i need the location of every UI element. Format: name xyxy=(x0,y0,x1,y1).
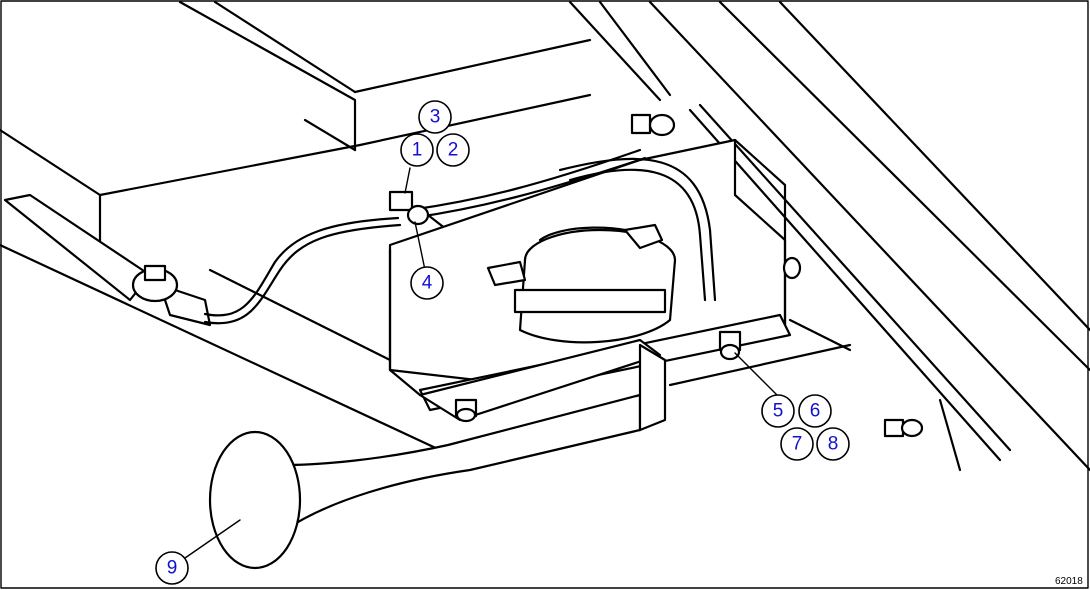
callout-4: 4 xyxy=(410,266,444,300)
horn-drum xyxy=(486,223,677,344)
callout-9: 9 xyxy=(155,551,189,585)
svg-text:9: 9 xyxy=(167,558,178,579)
callout-8: 8 xyxy=(816,427,850,461)
figure-code: 62018 xyxy=(1055,576,1083,587)
callout-5: 5 xyxy=(761,394,795,428)
left-rod xyxy=(3,193,212,327)
bracket-nut-right xyxy=(718,330,742,361)
floor-panel xyxy=(0,243,852,452)
rail-nut xyxy=(883,418,924,438)
right-frame-rails xyxy=(648,0,1090,472)
svg-text:3: 3 xyxy=(430,107,441,128)
svg-text:2: 2 xyxy=(448,140,459,161)
upper-right-nut xyxy=(630,113,676,137)
svg-text:5: 5 xyxy=(773,401,784,422)
svg-text:6: 6 xyxy=(810,401,821,422)
upper-frame-beam xyxy=(0,0,672,252)
svg-text:4: 4 xyxy=(422,273,433,294)
callout-7: 7 xyxy=(780,427,814,461)
callout-6: 6 xyxy=(798,394,832,428)
callout-3: 3 xyxy=(418,100,452,134)
svg-text:7: 7 xyxy=(792,434,803,455)
rail-nut-upper xyxy=(782,256,802,280)
svg-text:8: 8 xyxy=(828,434,839,455)
horn-trumpet xyxy=(208,343,667,570)
callout-1: 1 xyxy=(400,133,434,167)
bracket-nut-left xyxy=(454,398,478,423)
leader-lines xyxy=(184,167,783,559)
callout-2: 2 xyxy=(436,133,470,167)
svg-text:1: 1 xyxy=(412,140,423,161)
